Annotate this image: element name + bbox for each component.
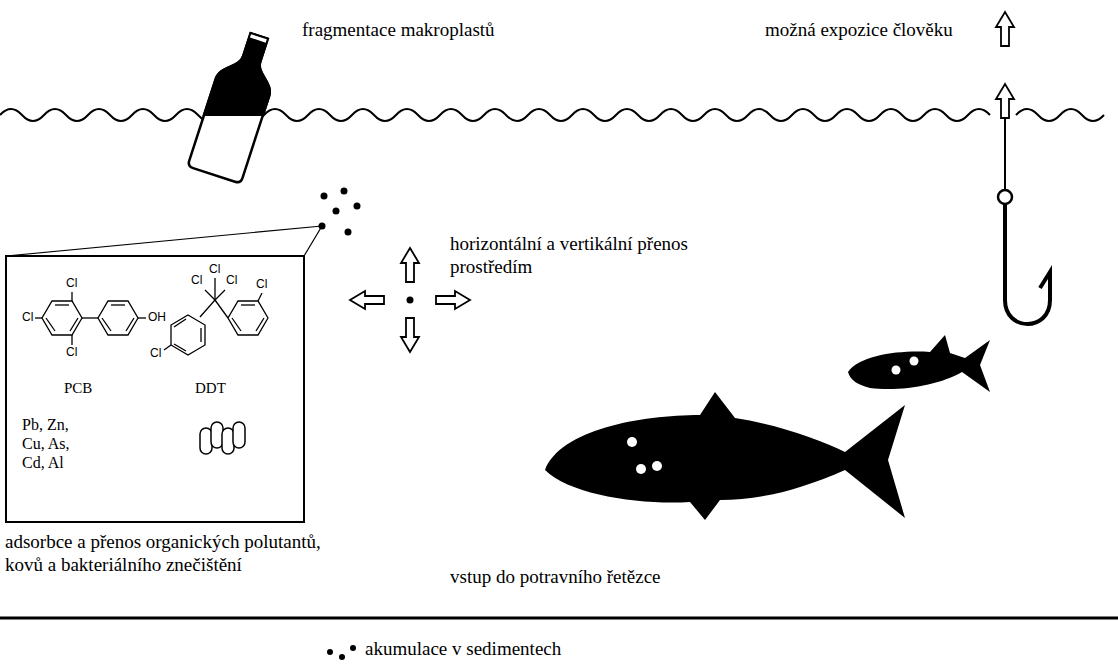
atom-label: Cl	[22, 311, 33, 324]
pcb-structure	[35, 292, 146, 345]
ingested-particles	[579, 459, 614, 474]
process-label: fragmentace makroplastů	[302, 18, 632, 41]
fishing-hook	[998, 119, 1050, 324]
metal-list: Pb, Zn, Cu, As, Cd, Al	[22, 415, 94, 473]
sediment-line	[0, 617, 1118, 620]
caption-text: adsorbce a přenos organických polutantů,…	[5, 530, 335, 576]
atom-label: Cl	[150, 347, 161, 360]
small-fish	[848, 335, 990, 392]
exposure-arrows	[996, 12, 1014, 118]
leader-line	[304, 226, 322, 256]
process-label: akumulace v sedimentech	[365, 637, 665, 660]
leader-line	[6, 226, 322, 256]
microplastic-particles	[319, 188, 361, 236]
process-label: vstup do potravního řetězce	[450, 565, 750, 588]
atom-label: Cl	[66, 346, 77, 359]
large-fish	[545, 392, 905, 520]
bacteria-symbol	[200, 422, 245, 454]
water-surface	[0, 109, 1104, 121]
atom-label: Cl	[191, 274, 202, 287]
compound-name: PCB	[64, 379, 92, 397]
atom-label: Cl	[66, 277, 77, 290]
ddt-structure	[164, 278, 268, 355]
process-label: horizontální a vertikální přenos prostře…	[450, 232, 690, 278]
compound-name: DDT	[195, 379, 226, 397]
sediment-particles	[327, 645, 356, 660]
process-label: možná expozice člověku	[765, 18, 995, 41]
atom-label: Cl	[256, 278, 267, 291]
atom-label: Cl	[226, 274, 237, 287]
atom-label: Cl	[209, 263, 220, 276]
pollutant-box: PCB DDT Pb, Zn, Cu, As, Cd, Al	[5, 255, 305, 523]
bottle	[187, 27, 285, 183]
atom-label: OH	[148, 311, 166, 324]
